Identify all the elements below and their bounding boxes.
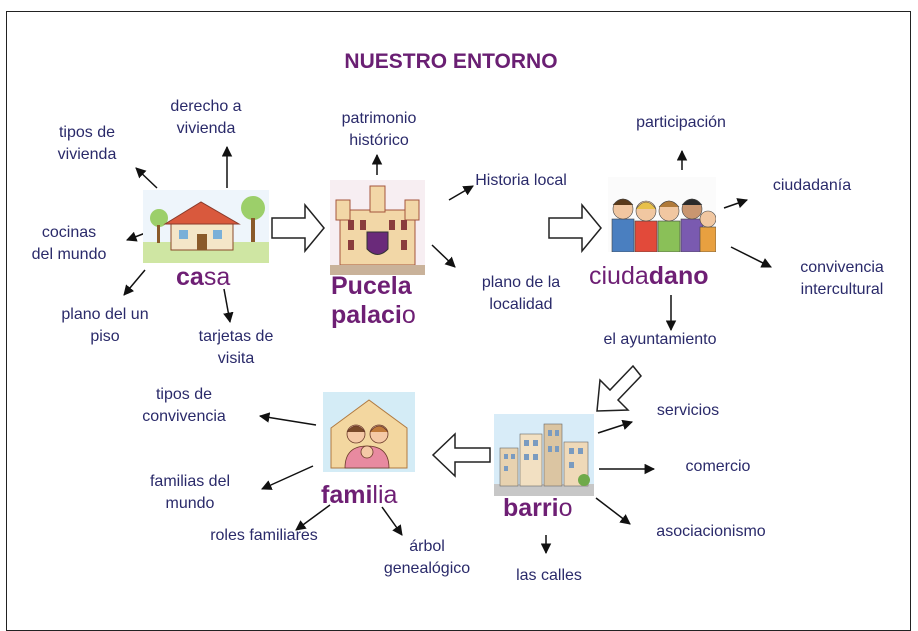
- hub-ciudadano-label: ciudadano: [589, 261, 708, 291]
- arrows-layer: [123, 145, 772, 555]
- hub-pucela-line1: Pucela: [331, 272, 412, 300]
- citizens-illustration: [608, 177, 716, 252]
- arrow-casa-tipos: [135, 167, 158, 189]
- arrow-barrio-servicios: [597, 419, 633, 434]
- label-tarjetas-visita: tarjetas de visita: [198, 328, 274, 367]
- label-participacion: participación: [636, 114, 726, 131]
- hub-casa-label: casa: [176, 262, 230, 292]
- label-calles: las calles: [516, 567, 582, 584]
- neighborhood-illustration: [494, 414, 594, 496]
- label-tipos-vivienda: tipos de vivienda: [57, 124, 117, 163]
- hub-pucela-line2: palacio: [331, 301, 416, 330]
- hub-barrio-rest: o: [558, 494, 573, 522]
- label-tipos-convivencia: tipos de convivencia: [142, 386, 226, 425]
- house-illustration: [143, 190, 269, 263]
- label-familias-mundo: familias del mundo: [149, 473, 231, 512]
- palace-illustration: [330, 180, 425, 275]
- arrow-familia-familias: [261, 465, 314, 490]
- hub-familia-bold: fami: [321, 481, 373, 509]
- label-ciudadania: ciudadanía: [772, 177, 852, 194]
- label-cocinas-mundo: cocinas del mundo: [31, 224, 107, 263]
- hub-pucela-label: Pucela palacio: [331, 272, 416, 330]
- hub-casa-bold: ca: [176, 263, 204, 291]
- hub-familia-rest: lia: [372, 481, 398, 509]
- arrow-ciudadano-convivencia: [730, 246, 772, 268]
- page-title: NUESTRO ENTORNO: [344, 50, 558, 73]
- arrow-barrio-asociacionismo: [595, 497, 631, 525]
- label-convivencia-intercultural: convivencia intercultural: [800, 259, 884, 298]
- arrow-casa-plano: [123, 269, 146, 296]
- label-plano-localidad: plano de la localidad: [481, 274, 561, 313]
- flow-arrow-pucela-ciudadano: [548, 202, 602, 254]
- arrow-casa-tarjetas: [223, 288, 234, 324]
- arrow-familia-convivencia: [258, 412, 317, 426]
- label-derecho-vivienda: derecho a vivienda: [170, 98, 242, 137]
- label-patrimonio-historico: patrimonio histórico: [341, 110, 417, 149]
- label-comercio: comercio: [685, 458, 751, 475]
- flow-arrow-casa-pucela: [271, 202, 325, 254]
- arrow-pucela-plano: [431, 244, 456, 268]
- flow-arrow-ciudadano-barrio: [596, 364, 642, 412]
- arrow-familia-arbol: [381, 506, 403, 536]
- label-arbol-genealogico: árbol genealógico: [383, 538, 471, 577]
- label-plano-piso: plano del un piso: [61, 306, 149, 345]
- label-asociacionismo: asociacionismo: [656, 523, 766, 540]
- family-illustration: [323, 392, 415, 472]
- label-ayuntamiento: el ayuntamiento: [603, 331, 717, 348]
- hub-pucela-line2-bold: palaci: [331, 301, 402, 329]
- hub-familia-label: familia: [321, 480, 397, 510]
- hub-pucela-line2-rest: o: [401, 301, 416, 329]
- arrow-familia-roles: [295, 504, 331, 531]
- hub-barrio-bold: barri: [503, 494, 559, 522]
- flow-arrow-barrio-familia: [431, 432, 491, 478]
- hub-barrio-label: barrio: [503, 493, 573, 523]
- label-roles-familiares: roles familiares: [210, 527, 318, 544]
- hub-casa-rest: sa: [203, 263, 231, 291]
- hub-ciudadano-bold: dano: [648, 262, 709, 290]
- arrow-ciudadano-ciudadania: [723, 198, 748, 209]
- label-servicios: servicios: [656, 402, 720, 419]
- arrow-pucela-historia: [448, 185, 474, 201]
- hub-ciudadano-normal: ciuda: [589, 262, 649, 290]
- label-historia-local: Historia local: [475, 172, 567, 189]
